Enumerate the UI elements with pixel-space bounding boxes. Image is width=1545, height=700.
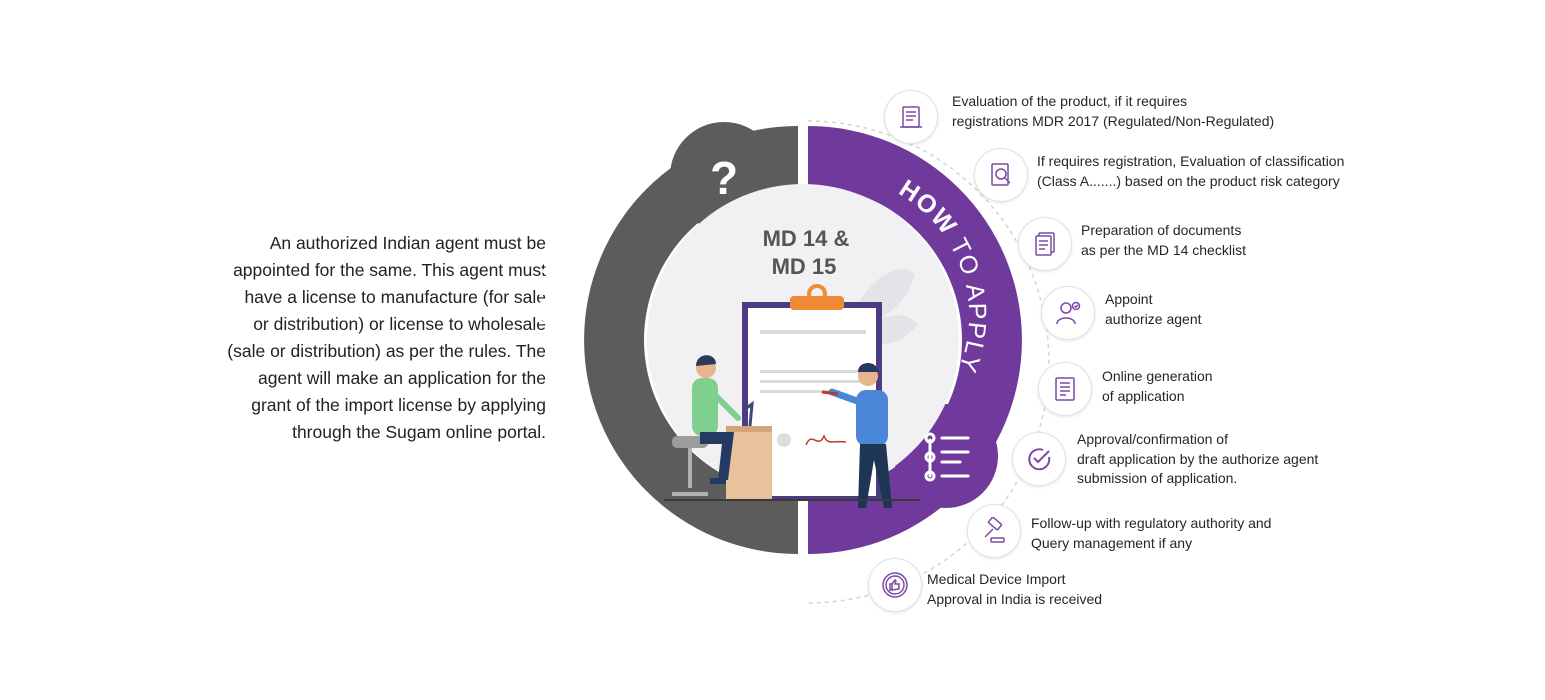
gavel-icon	[984, 517, 1005, 543]
document-search-icon	[991, 163, 1011, 186]
documents-icon	[1035, 232, 1055, 256]
step-6-icon-badge	[1012, 432, 1066, 486]
step-5-icon-badge	[1038, 362, 1092, 416]
check-circle-icon	[1028, 448, 1051, 471]
step-3-icon-badge	[1018, 217, 1072, 271]
online-form-icon	[1055, 377, 1075, 401]
seated-person-illustration	[672, 355, 772, 500]
steps-connector-arc	[807, 120, 1050, 604]
step-4-icon-badge	[1041, 286, 1095, 340]
center-title-line2: MD 15	[772, 254, 837, 279]
step-7-icon-badge	[967, 504, 1021, 558]
intro-text: An authorized Indian agent must be appoi…	[150, 230, 546, 446]
step-2-icon-badge	[974, 148, 1028, 202]
intro-line: or distribution) or license to wholesale	[253, 314, 546, 334]
intro-line: grant of the import license by applying	[251, 395, 546, 415]
thumbs-up-badge-icon	[882, 572, 908, 598]
building-document-icon	[900, 106, 922, 128]
list-icon	[924, 432, 970, 482]
ring-left-gray	[584, 126, 798, 554]
intro-line: agent will make an application for the	[258, 368, 546, 388]
intro-line: An authorized Indian agent must be	[269, 233, 546, 253]
step-8-icon-badge	[868, 558, 922, 612]
step-1-icon-badge	[884, 90, 938, 144]
standing-person-illustration	[821, 363, 892, 508]
intro-line: through the Sugam online portal.	[292, 422, 546, 442]
intro-line: (sale or distribution) as per the rules.…	[227, 341, 546, 361]
agent-icon	[1056, 301, 1081, 325]
intro-line: appointed for the same. This agent must	[233, 260, 546, 280]
intro-line: have a license to manufacture (for sale	[244, 287, 546, 307]
center-title-line1: MD 14 &	[763, 226, 850, 251]
question-mark: ?	[710, 152, 738, 204]
